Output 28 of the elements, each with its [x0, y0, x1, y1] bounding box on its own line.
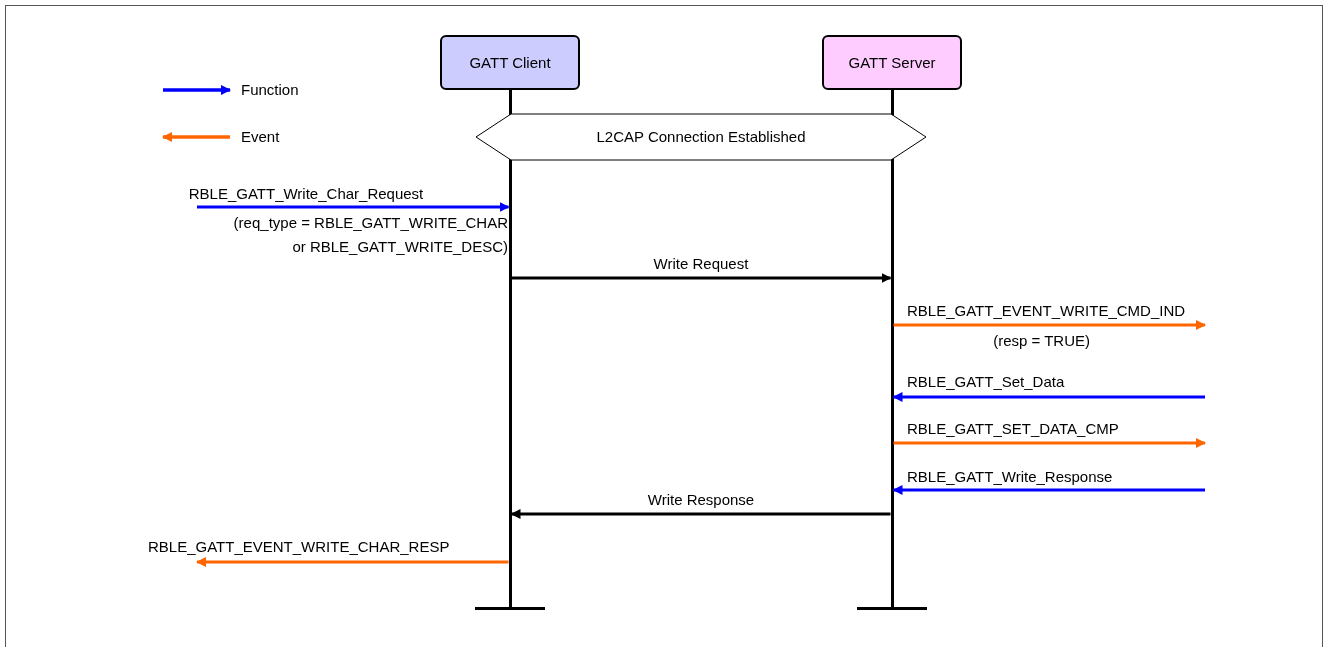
parameter-note: (resp = TRUE): [992, 331, 1090, 351]
message-arrow: [511, 273, 892, 283]
message-arrow: [892, 485, 1205, 495]
participant-name: GATT Client: [469, 52, 551, 73]
parameter-note: (req_type = RBLE_GATT_WRITE_CHAR or RBLE_GATT_WRITE_DESC): [232, 213, 508, 257]
participant-box: [440, 35, 580, 90]
edge-label: RBLE_GATT_EVENT_WRITE_CHAR_RESP: [148, 538, 450, 556]
participant-box: [822, 35, 962, 90]
participant-name: GATT Server: [848, 52, 936, 73]
message-arrow: [892, 392, 1205, 402]
legend-label: Function: [241, 81, 299, 99]
edge-label: RBLE_GATT_Write_Char_Request: [188, 185, 424, 203]
message-arrow: [197, 202, 510, 212]
edge-label: Write Response: [647, 491, 755, 509]
lifeline: [508, 90, 512, 608]
lifeline: [890, 90, 894, 608]
message-arrow: [893, 438, 1206, 448]
message-arrow: [196, 557, 509, 567]
edge-label: RBLE_GATT_Set_Data: [907, 373, 1065, 391]
message-arrow: [893, 320, 1206, 330]
message-arrow: [510, 509, 891, 519]
edge-label: RBLE_GATT_SET_DATA_CMP: [907, 420, 1119, 438]
edge-label: RBLE_GATT_Write_Response: [907, 468, 1113, 486]
connection-state-hexagon: [475, 113, 927, 161]
edge-label: RBLE_GATT_EVENT_WRITE_CMD_IND: [907, 302, 1186, 320]
state-label: L2CAP Connection Established: [596, 126, 806, 147]
edge-label: Write Request: [653, 255, 749, 273]
legend-label: Event: [241, 128, 280, 146]
